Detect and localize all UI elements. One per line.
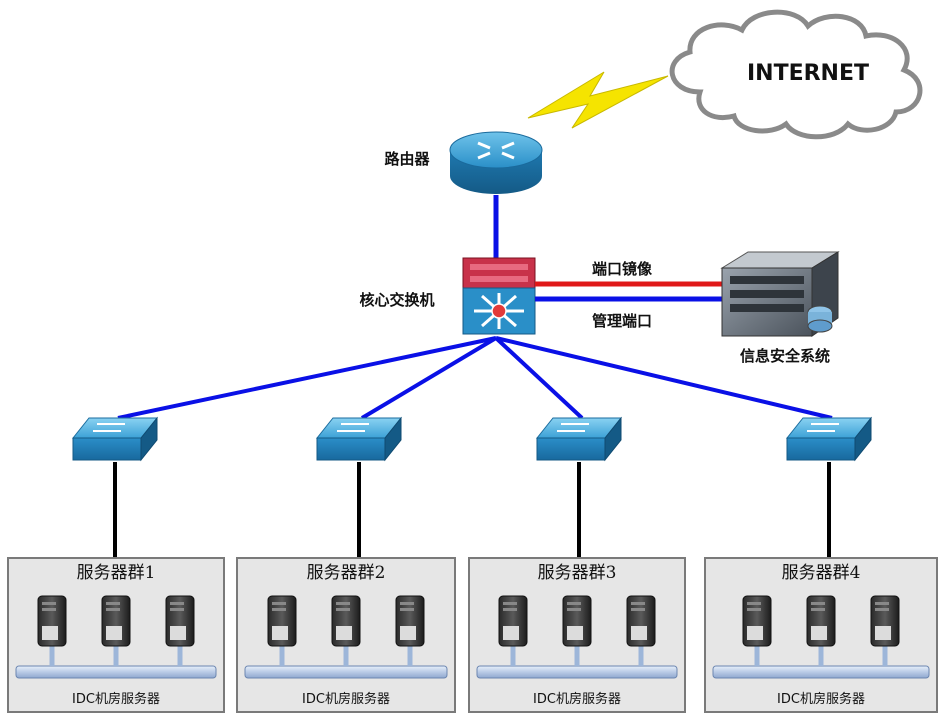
security-system-icon <box>720 251 840 337</box>
server-group-title: 服务器群2 <box>307 563 386 583</box>
security-system-label: 信息安全系统 <box>740 347 830 365</box>
uplink-3 <box>494 336 584 420</box>
server-tower-icon <box>37 595 67 666</box>
server-group-title: 服务器群3 <box>538 563 617 583</box>
network-bus-bar <box>244 665 448 679</box>
uplink-2 <box>360 336 498 420</box>
network-bus-bar <box>15 665 217 679</box>
internet-label: INTERNET <box>747 61 869 86</box>
server-group-footer: IDC机房服务器 <box>302 691 390 707</box>
server-tower-icon <box>101 595 131 666</box>
server-tower-icon <box>395 595 425 666</box>
router-label: 路由器 <box>384 150 430 168</box>
internet-cloud: INTERNET <box>669 9 923 140</box>
server-tower-icon <box>331 595 361 666</box>
access-switch-icon <box>315 416 403 462</box>
server-tower-icon <box>562 595 592 666</box>
access-switch-icon <box>71 416 159 462</box>
server-tower-icon <box>742 595 772 666</box>
uplink-1 <box>117 336 497 420</box>
lightning-icon <box>527 71 669 129</box>
server-tower-icon <box>626 595 656 666</box>
server-group-title: 服务器群4 <box>782 563 861 583</box>
server-tower-icon <box>870 595 900 666</box>
server-group-footer: IDC机房服务器 <box>777 691 865 707</box>
server-tower-icon <box>498 595 528 666</box>
server-tower-icon <box>267 595 297 666</box>
network-bus-bar <box>712 665 930 679</box>
server-tower-icon <box>165 595 195 666</box>
uplink-4 <box>495 336 833 420</box>
server-group-footer: IDC机房服务器 <box>72 691 160 707</box>
server-group-title: 服务器群1 <box>77 563 156 583</box>
mirror-port-label: 端口镜像 <box>592 260 653 278</box>
mgmt-port-label: 管理端口 <box>592 312 652 330</box>
core-switch-label: 核心交换机 <box>359 291 434 309</box>
server-tower-icon <box>806 595 836 666</box>
server-group-footer: IDC机房服务器 <box>533 691 621 707</box>
access-switch-icon <box>535 416 623 462</box>
core-switch-icon <box>462 257 536 335</box>
network-bus-bar <box>476 665 678 679</box>
access-switch-icon <box>785 416 873 462</box>
router-icon <box>449 131 543 194</box>
